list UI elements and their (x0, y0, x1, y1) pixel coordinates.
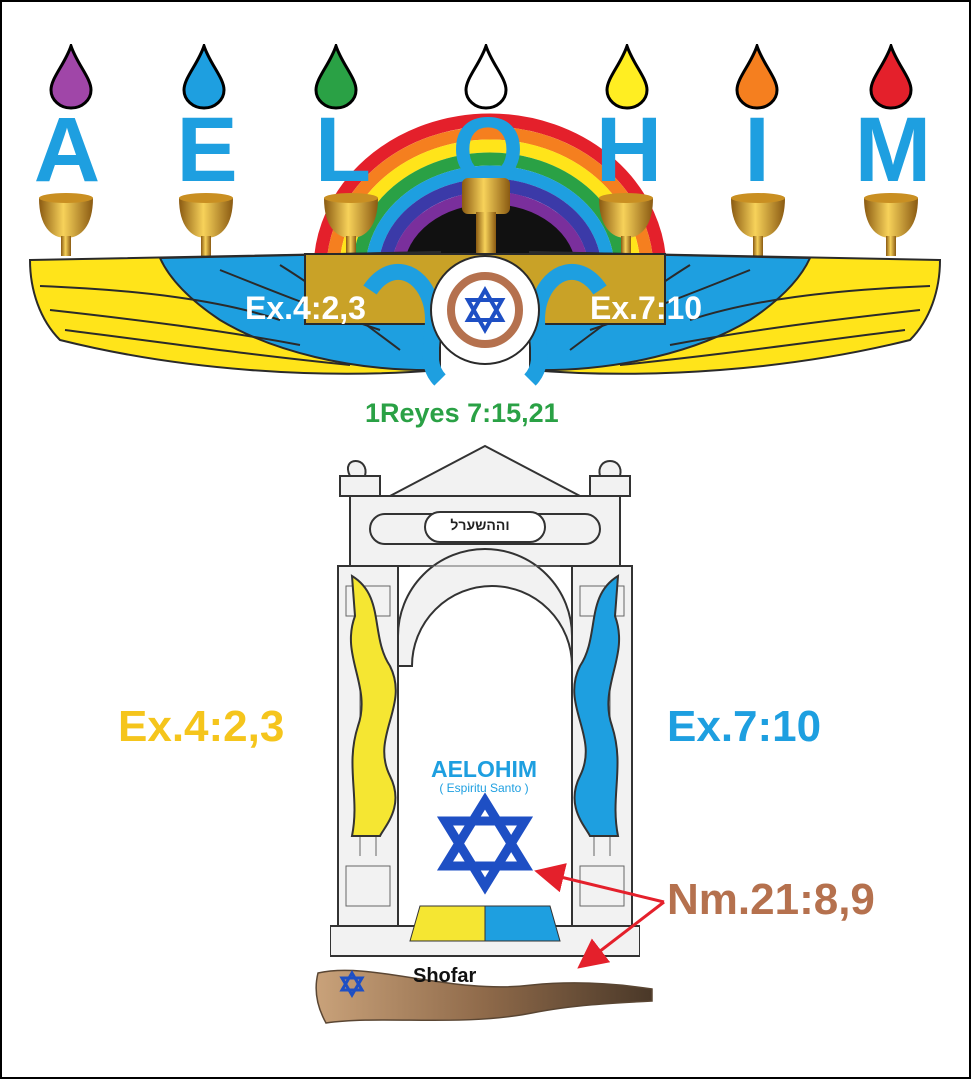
letter-h: H (595, 99, 663, 201)
flame-yellow-icon (605, 44, 649, 110)
flame-white-icon (464, 44, 508, 110)
gate-name: AELOHIM (430, 756, 538, 782)
menorah-cup-icon (864, 193, 918, 256)
temple-gate-icon (330, 444, 640, 957)
letter-m: M (854, 99, 932, 201)
menorah-cup-icon (599, 193, 653, 256)
wing-ref-right: Ex.7:10 (590, 290, 703, 326)
gate-ref-left: Ex.4:2,3 (118, 702, 285, 751)
letter-l: L (314, 99, 372, 201)
flame-green-icon (314, 44, 358, 110)
winged-disc-icon (28, 250, 942, 386)
flame-red-icon (869, 44, 913, 110)
gate-ref-right: Ex.7:10 (667, 702, 822, 751)
shofar-icon (315, 969, 653, 1024)
menorah-cup-icon (324, 193, 378, 256)
flame-blue-icon (182, 44, 226, 110)
gate-plaque-text: וההשערל (450, 517, 510, 533)
letter-a: A (33, 99, 101, 201)
letter-e: E (176, 99, 238, 201)
gate-title-ref: 1Reyes 7:15,21 (365, 398, 559, 428)
gate-subtitle: ( Espiritu Santo ) (439, 781, 529, 795)
menorah-cup-icon (39, 193, 93, 256)
flame-purple-icon (49, 44, 93, 110)
menorah-cup-icon (179, 193, 233, 256)
letter-i: I (744, 99, 770, 201)
shofar-label: Shofar (413, 965, 477, 987)
wing-ref-left: Ex.4:2,3 (245, 290, 366, 326)
menorah-cup-icon (731, 193, 785, 256)
flame-orange-icon (735, 44, 779, 110)
serpent-ref: Nm.21:8,9 (667, 875, 875, 924)
